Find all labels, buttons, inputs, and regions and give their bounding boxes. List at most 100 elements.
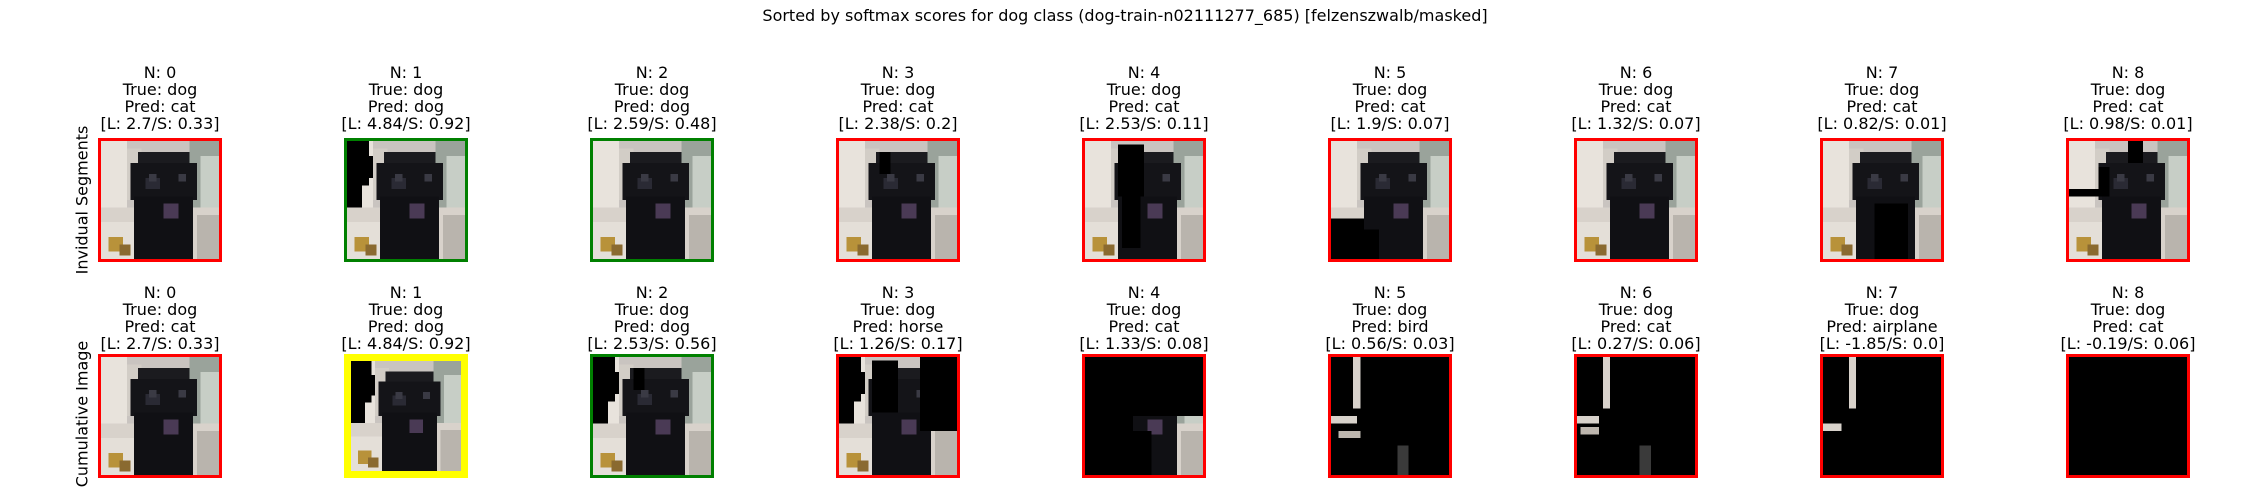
caption-pred: Pred: cat — [1354, 97, 1426, 116]
caption-scores: [L: 2.7/S: 0.33] — [100, 334, 220, 353]
caption-pred: Pred: cat — [862, 97, 934, 116]
row-label-cumulative: Cumulative Image — [72, 340, 92, 488]
caption-true: True: dog — [860, 300, 936, 319]
caption-n: N: 6 — [1619, 63, 1653, 82]
caption-pred: Pred: cat — [124, 97, 196, 116]
caption-true: True: dog — [1598, 80, 1674, 99]
caption-pred: Pred: cat — [2092, 97, 2164, 116]
figure-title: Sorted by softmax scores for dog class (… — [762, 6, 1488, 25]
caption-pred: Pred: dog — [367, 317, 445, 336]
caption-n: N: 0 — [143, 283, 177, 302]
caption-pred: Pred: cat — [1846, 97, 1918, 116]
caption-n: N: 8 — [2111, 63, 2145, 82]
caption-scores: [L: 0.27/S: 0.06] — [1571, 334, 1701, 353]
caption-n: N: 7 — [1865, 63, 1899, 82]
caption-n: N: 1 — [389, 283, 423, 302]
panel-image — [98, 354, 222, 478]
caption-pred: Pred: dog — [367, 97, 445, 116]
caption-true: True: dog — [368, 300, 444, 319]
panel-image — [344, 354, 468, 478]
caption-pred: Pred: airplane — [1826, 317, 1938, 336]
caption-n: N: 8 — [2111, 283, 2145, 302]
panel-image — [344, 138, 468, 262]
caption-scores: [L: 1.32/S: 0.07] — [1571, 114, 1701, 133]
caption-scores: [L: 2.7/S: 0.33] — [100, 114, 220, 133]
caption-true: True: dog — [614, 300, 690, 319]
caption-pred: Pred: bird — [1351, 317, 1429, 336]
caption-scores: [L: 2.53/S: 0.11] — [1079, 114, 1209, 133]
caption-true: True: dog — [2090, 300, 2166, 319]
caption-scores: [L: 0.56/S: 0.03] — [1325, 334, 1455, 353]
caption-true: True: dog — [2090, 80, 2166, 99]
caption-scores: [L: 1.26/S: 0.17] — [833, 334, 963, 353]
caption-true: True: dog — [1106, 300, 1182, 319]
caption-pred: Pred: dog — [613, 317, 691, 336]
caption-scores: [L: 4.84/S: 0.92] — [341, 114, 471, 133]
caption-n: N: 6 — [1619, 283, 1653, 302]
caption-true: True: dog — [1352, 80, 1428, 99]
caption-scores: [L: 0.82/S: 0.01] — [1817, 114, 1947, 133]
caption-n: N: 3 — [881, 283, 915, 302]
caption-n: N: 5 — [1373, 63, 1407, 82]
panel-image — [1574, 138, 1698, 262]
caption-n: N: 4 — [1127, 63, 1161, 82]
caption-pred: Pred: cat — [1108, 317, 1180, 336]
caption-true: True: dog — [614, 80, 690, 99]
caption-pred: Pred: dog — [613, 97, 691, 116]
panel-image — [98, 138, 222, 262]
caption-true: True: dog — [122, 300, 198, 319]
caption-true: True: dog — [1352, 300, 1428, 319]
caption-pred: Pred: cat — [124, 317, 196, 336]
caption-pred: Pred: horse — [852, 317, 944, 336]
panel-image — [1820, 354, 1944, 478]
caption-n: N: 2 — [635, 283, 669, 302]
caption-n: N: 2 — [635, 63, 669, 82]
caption-true: True: dog — [122, 80, 198, 99]
caption-pred: Pred: cat — [1108, 97, 1180, 116]
panel-image — [836, 354, 960, 478]
caption-true: True: dog — [1598, 300, 1674, 319]
panel-image — [1328, 138, 1452, 262]
panel-image — [2066, 354, 2190, 478]
panel-image — [836, 138, 960, 262]
caption-true: True: dog — [1106, 80, 1182, 99]
caption-pred: Pred: cat — [2092, 317, 2164, 336]
caption-true: True: dog — [1844, 80, 1920, 99]
panel-image — [1082, 354, 1206, 478]
caption-n: N: 7 — [1865, 283, 1899, 302]
row-label-individual: Invidual Segments — [72, 125, 92, 275]
caption-scores: [L: 1.33/S: 0.08] — [1079, 334, 1209, 353]
caption-n: N: 3 — [881, 63, 915, 82]
caption-scores: [L: 2.38/S: 0.2] — [838, 114, 958, 133]
caption-scores: [L: 1.9/S: 0.07] — [1330, 114, 1450, 133]
panel-image — [2066, 138, 2190, 262]
caption-n: N: 5 — [1373, 283, 1407, 302]
panel-image — [1820, 138, 1944, 262]
caption-true: True: dog — [1844, 300, 1920, 319]
panel-image — [1574, 354, 1698, 478]
panel-image — [1328, 354, 1452, 478]
caption-pred: Pred: cat — [1600, 97, 1672, 116]
panel-image — [590, 138, 714, 262]
panel-image — [1082, 138, 1206, 262]
caption-scores: [L: 2.53/S: 0.56] — [587, 334, 717, 353]
caption-n: N: 1 — [389, 63, 423, 82]
caption-scores: [L: 4.84/S: 0.92] — [341, 334, 471, 353]
